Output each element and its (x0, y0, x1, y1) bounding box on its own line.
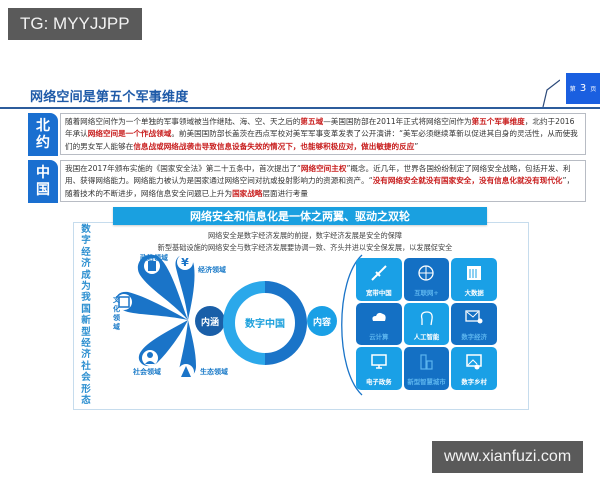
grid-cell-internet-plus: 互联网+ (403, 258, 450, 301)
section-china: 中 国 我国在2017年颁布实施的《国家安全法》第二十五条中，首次提出了“网络空… (28, 160, 586, 203)
section-tag-nato: 北 约 (28, 113, 58, 156)
highlight-text: 国家战略 (232, 188, 263, 198)
slide-title: 网络空间是第五个军事维度 (30, 90, 189, 105)
cell-label: 云计算 (369, 333, 389, 342)
highlight-text: 信息战或网络战袭击导致信息设备失效的情况下，也能够积极应对，做出敏捷的反应 (133, 141, 415, 151)
tag-char: 中 (36, 164, 50, 181)
section-nato: 北 约 随着网络空间作为一个单独的军事领域被当作继陆、海、空、天之后的第五域—美… (28, 113, 586, 156)
grid-cell-smart-city: 新型智慧城市 (403, 347, 450, 390)
page-number: 3 (579, 83, 587, 94)
tag-char: 北 (36, 117, 50, 134)
text-run: —美国国防部在2011年正式将网络空间作为 (323, 117, 472, 126)
watermark-bottom: www.xianfuzi.com (432, 441, 584, 473)
grid-cell-digital-economy: 数字经济 (451, 302, 497, 346)
cell-label: 宽带中国 (366, 288, 392, 297)
content-grid: 宽带中国 互联网+ 大数据 云计算 人工智能 数字经济 电子政务 新型智慧城市 (356, 258, 497, 390)
domain-label: 政治领域 (140, 254, 168, 262)
text-run: ” (414, 141, 419, 151)
ai-head-icon (421, 311, 434, 325)
highlight-text: 没有网络安全就没有国家安全，没有信息化就没有现代化 (372, 176, 563, 186)
text-run: ，北约于2016年承认 (65, 117, 575, 139)
server-icon (467, 266, 482, 280)
vertical-caption: 数字经济成为我国新型经济社会形态 (81, 224, 91, 407)
tag-char: 约 (36, 134, 50, 151)
domain-label: 社会领域 (133, 368, 161, 376)
grid-cell-broadband-china: 宽带中国 (356, 258, 402, 301)
page-number-badge: 第 3 页 (566, 73, 600, 104)
page-suffix: 页 (590, 86, 597, 93)
text-run: 层面进行考量 (262, 188, 308, 198)
cell-label: 大数据 (464, 288, 484, 297)
monitor-icon (371, 354, 387, 370)
highlight-text: 第五域 (300, 117, 324, 126)
cell-label: 人工智能 (413, 333, 440, 342)
text-run: 随着网络空间作为一个单独的军事领域被当作继陆、海、空、天之后的 (65, 117, 301, 126)
highlight-text: 网络空间主权 (300, 164, 347, 173)
cell-label: 互联网+ (414, 288, 439, 297)
panel-subtitle-1: 网络安全是数字经济发展的前提，数字经济发展是安全的保障 (207, 231, 403, 240)
panel-subtitle-2: 新型基础设施的网络安全与数字经济发展要协调一致、齐头并进以安全保发展，以发展促安… (157, 243, 453, 252)
plug-icon (371, 265, 387, 281)
grid-cell-e-government: 电子政务 (356, 347, 402, 390)
svg-text:¥: ¥ (181, 256, 189, 269)
text-run: 我国在2017年颁布实施的《国家安全法》第二十五条中，首次提出了“ (65, 164, 301, 173)
text-run: ”概念。近几年，世界各国纷纷制定了网络安全战略，包括开发、利用、获得网络能力。网… (65, 164, 571, 186)
section-text-china: 我国在2017年颁布实施的《国家安全法》第二十五条中，首次提出了“网络空间主权”… (60, 160, 586, 202)
section-tag-china: 中 国 (28, 160, 58, 203)
tag-char: 国 (36, 181, 50, 198)
watermark-top: TG: MYYJJPP (8, 8, 142, 40)
grid-cell-big-data: 大数据 (451, 258, 497, 301)
panel-banner: 网络安全和信息化是一体之两翼、驱动之双轮 (113, 207, 487, 225)
grid-cell-digital-village: 数字乡村 (451, 347, 497, 390)
highlight-text: 第五个军事维度 (471, 117, 525, 126)
section-text-nato: 随着网络空间作为一个单独的军事领域被当作继陆、海、空、天之后的第五域—美国国防部… (60, 113, 586, 155)
text-run: 。前美国国防部长盖茨在西点军校对美军军事变革发表了公开演讲：“美军必须继续革新以… (65, 129, 578, 151)
domain-label: 文化领域 (113, 296, 120, 331)
content-node: 内容 (312, 317, 331, 328)
grid-cell-ai: 人工智能 (403, 302, 450, 346)
highlight-text: 网络空间是一个作战领域 (87, 129, 172, 139)
domain-label: 经济领域 (198, 266, 226, 274)
title-divider (0, 107, 600, 109)
cloud-icon (372, 312, 386, 321)
presentation-icon (465, 310, 483, 324)
cell-label: 数字乡村 (461, 378, 487, 386)
globe-icon (418, 265, 435, 281)
cell-label: 电子政务 (366, 378, 392, 386)
picture-icon (466, 354, 482, 370)
cell-label: 数字经济 (461, 333, 487, 342)
cell-label: 新型智慧城市 (407, 378, 446, 386)
connotation-node: 内涵 (200, 317, 219, 328)
text-run: ”，随着技术的不断进步，网络信息安全问题已上升为 (65, 176, 575, 198)
grid-cell-cloud-computing: 云计算 (356, 302, 402, 346)
domain-label: 生态领域 (200, 368, 228, 376)
page-prefix: 第 (569, 86, 576, 93)
page-hook-decoration (542, 79, 560, 107)
digital-china-center: 数字中国 (245, 319, 285, 330)
city-icon (420, 354, 434, 370)
